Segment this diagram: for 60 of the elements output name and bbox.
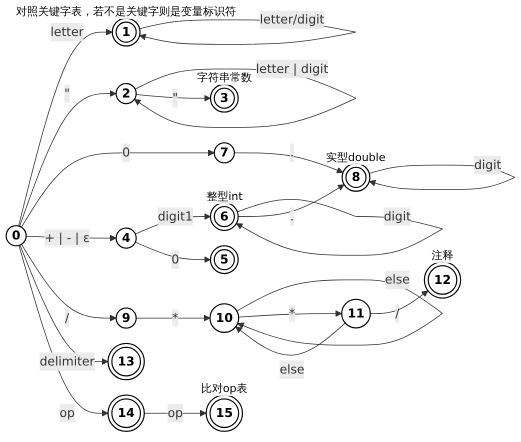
node-circle: 15 [206,394,244,432]
arrow [134,242,211,264]
edge-label: / [395,306,400,320]
edge-label: op [59,406,75,420]
node-circle: 0 [6,225,27,246]
arrow [238,310,342,318]
edge-label: letter/digit [260,12,324,27]
edge-label: + | - | ε [44,230,90,246]
arrow [235,322,346,356]
node-circle: 10 [209,303,240,333]
arrow [370,290,428,314]
node-circle: 2 [116,83,137,104]
arrow [18,28,113,226]
node-circle: 8 [342,162,370,192]
arrow [234,152,344,174]
arrow [18,245,108,417]
edge-label: " [64,86,70,101]
edge-label: letter | digit [256,61,328,76]
arrow [20,244,108,365]
node-circle: 11 [341,298,371,328]
edge-label: op [168,406,183,420]
arrow [19,90,116,227]
edge-label: delimiter [40,354,95,368]
edge-label: * [172,310,178,325]
node-circle: 4 [116,228,137,249]
node-circle: 6 [210,202,239,232]
edge-label: digit1 [158,208,193,224]
edge-label: digit [474,157,502,172]
node-circle: 12 [424,261,462,299]
state-note: 整型int [206,188,243,204]
edge-label: 0 [171,252,180,267]
state-note: 比对op表 [200,381,248,396]
node-circle: 14 [107,394,145,432]
state-note: 对照关键字表，若不是关键字则是变量标识符 [16,4,236,20]
state-note: 注释 [432,248,454,263]
edge-label: / [65,310,70,325]
node-circle: 1 [112,18,141,47]
node-circle: 7 [214,142,235,164]
edge-label: else [280,362,304,377]
edge-label: 0 [122,145,130,160]
node-circle: 3 [210,84,239,113]
edge-label: " [172,90,178,106]
node-circle: 5 [210,245,239,274]
node-circle: 9 [116,307,137,329]
edge-label: . [290,208,294,224]
node-circle: 13 [107,342,145,380]
edge-label: else [384,272,410,287]
arrow [21,244,116,322]
arrow [238,184,344,217]
edge-label: letter [50,24,84,40]
state-note: 字符串常数 [196,70,252,86]
edge-label: * [289,306,296,320]
arrow [236,279,443,346]
arrow [144,410,206,417]
arrow [136,314,210,322]
edge-label: digit [384,208,411,224]
arrow [21,149,215,228]
edge-label: . [290,145,294,160]
state-note: 实型double [326,150,386,165]
arrow [136,94,211,102]
